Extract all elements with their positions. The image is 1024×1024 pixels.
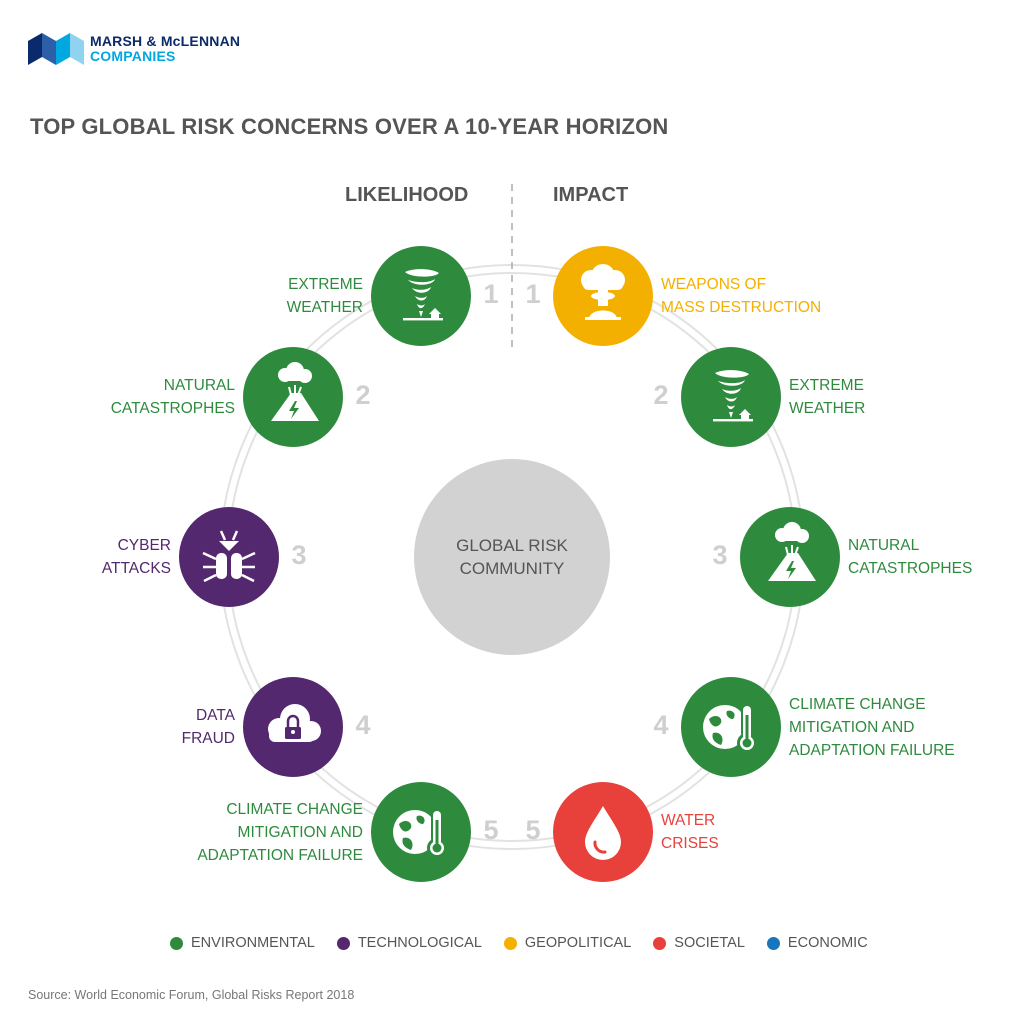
impact-rank-4: 4 (653, 710, 669, 740)
center-label: GLOBAL RISK COMMUNITY (414, 534, 610, 580)
impact-risk-2-label-line: WEATHER (789, 400, 866, 417)
impact-risk-3-label: NATURAL CATASTROPHES (848, 534, 972, 580)
likelihood-rank-2: 2 (355, 380, 371, 410)
likelihood-risk-4-label: DATA FRAUD (182, 704, 235, 750)
company-name-line2: COMPANIES (90, 48, 176, 64)
likelihood-risk-1-label: EXTREME WEATHER (287, 273, 363, 319)
likelihood-risk-4-label-line: FRAUD (181, 730, 235, 747)
likelihood-rank-5: 5 (483, 815, 499, 845)
impact-rank-1: 1 (525, 279, 541, 309)
likelihood-rank-3: 3 (291, 540, 307, 570)
impact-risk-4-label: CLIMATE CHANGE MITIGATION AND ADAPTATION F… (789, 693, 955, 762)
impact-rank-5: 5 (525, 815, 541, 845)
tornado-icon (403, 269, 443, 321)
center-label-line1: GLOBAL RISK (456, 536, 568, 555)
legend-item: SOCIETAL (653, 935, 745, 951)
likelihood-risk-5-label: CLIMATE CHANGE MITIGATION AND ADAPTATION F… (197, 798, 363, 867)
impact-risk-5-label-line: CRISES (661, 835, 719, 852)
legend-dot-icon (503, 936, 517, 950)
source-note: Source: World Economic Forum, Global Ris… (28, 988, 355, 1002)
impact-risk-1-label: WEAPONS OF MASS DESTRUCTION (661, 273, 821, 319)
legend-dot-icon (653, 936, 667, 950)
impact-risk-1-circle (553, 246, 653, 346)
impact-risk-4-label-line: ADAPTATION FAILURE (789, 741, 955, 759)
volcano-icon (271, 362, 319, 421)
likelihood-risk-4-circle (243, 677, 343, 777)
bug-icon (202, 530, 256, 583)
impact-risk-4-label-line: CLIMATE CHANGE (789, 695, 926, 713)
likelihood-risk-4-label-line: DATA (195, 707, 235, 724)
impact-risk-5-label: WATER CRISES (661, 809, 719, 855)
likelihood-risk-2-label-line: NATURAL (163, 377, 235, 394)
likelihood-heading: LIKELIHOOD (345, 184, 469, 206)
likelihood-risk-1-label-line: EXTREME (288, 276, 363, 293)
globe-thermometer-icon (703, 703, 757, 753)
legend-label: TECHNOLOGICAL (357, 935, 482, 951)
likelihood-rank-1: 1 (483, 279, 499, 309)
impact-risk-1-label-line: MASS DESTRUCTION (661, 299, 822, 316)
impact-risk-2-circle (681, 347, 781, 447)
likelihood-risk-2-label-line: CATASTROPHES (110, 400, 235, 417)
impact-rank-3: 3 (712, 540, 728, 570)
likelihood-risk-5-label-line: CLIMATE CHANGE (226, 800, 363, 818)
likelihood-risk-3-circle (179, 507, 279, 607)
water-drop-icon (585, 806, 621, 860)
legend-label: GEOPOLITICAL (524, 935, 632, 951)
cloud-lock-icon (268, 704, 321, 742)
legend-label: ENVIRONMENTAL (191, 935, 315, 951)
company-logo (28, 33, 84, 65)
company-name-line1: MARSH & McLENNAN (90, 33, 241, 49)
likelihood-risk-5-label-line: ADAPTATION FAILURE (197, 846, 363, 864)
legend-label: ECONOMIC (787, 935, 868, 951)
page-title: TOP GLOBAL RISK CONCERNS OVER A 10-YEAR … (30, 114, 669, 139)
impact-risk-4-label-line: MITIGATION AND (789, 718, 915, 736)
legend-dot-icon (336, 936, 350, 950)
likelihood-risk-3-label-line: ATTACKS (101, 560, 171, 577)
globe-thermometer-icon (393, 808, 447, 858)
impact-risk-2-label: EXTREME WEATHER (789, 374, 865, 420)
global-risk-community-circle (414, 459, 610, 655)
legend-item: ECONOMIC (766, 935, 868, 951)
legend-item: ENVIRONMENTAL (170, 935, 315, 951)
impact-risk-3-label-line: CATASTROPHES (848, 560, 973, 577)
likelihood-risk-3-label: CYBER ATTACKS (102, 534, 171, 580)
likelihood-risk-3-label-line: CYBER (117, 537, 171, 554)
likelihood-risk-1-circle (371, 246, 471, 346)
legend-label: SOCIETAL (674, 935, 745, 951)
impact-heading: IMPACT (553, 184, 629, 206)
legend-dot-icon (170, 936, 183, 950)
likelihood-risk-1-label-line: WEATHER (286, 299, 363, 316)
likelihood-risk-2-circle (243, 347, 343, 447)
impact-risk-2-label-line: EXTREME (789, 377, 864, 394)
legend: ENVIRONMENTAL TECHNOLOGICAL GEOPOLITICAL SO… (170, 935, 868, 951)
likelihood-risk-5-circle (371, 782, 471, 882)
volcano-icon (768, 522, 816, 581)
impact-risk-3-circle (740, 507, 840, 607)
likelihood-risk-5-label-line: MITIGATION AND (237, 823, 363, 841)
tornado-icon (713, 370, 753, 422)
impact-risk-4-circle (681, 677, 781, 777)
likelihood-risk-2-label: NATURAL CATASTROPHES (111, 374, 235, 420)
impact-risk-1-label-line: WEAPONS OF (661, 276, 767, 293)
impact-risk-5-circle (553, 782, 653, 882)
legend-dot-icon (766, 936, 780, 950)
legend-item: TECHNOLOGICAL (336, 935, 482, 951)
mushroom-cloud-icon (581, 264, 625, 320)
company-name: MARSH & McLENNAN COMPANIES (90, 34, 240, 64)
legend-item: GEOPOLITICAL (503, 935, 632, 951)
center-label-line2: COMMUNITY (459, 559, 565, 578)
impact-risk-5-label-line: WATER (661, 812, 716, 829)
impact-rank-2: 2 (653, 380, 669, 410)
likelihood-rank-4: 4 (355, 710, 371, 740)
impact-risk-3-label-line: NATURAL (848, 537, 920, 554)
